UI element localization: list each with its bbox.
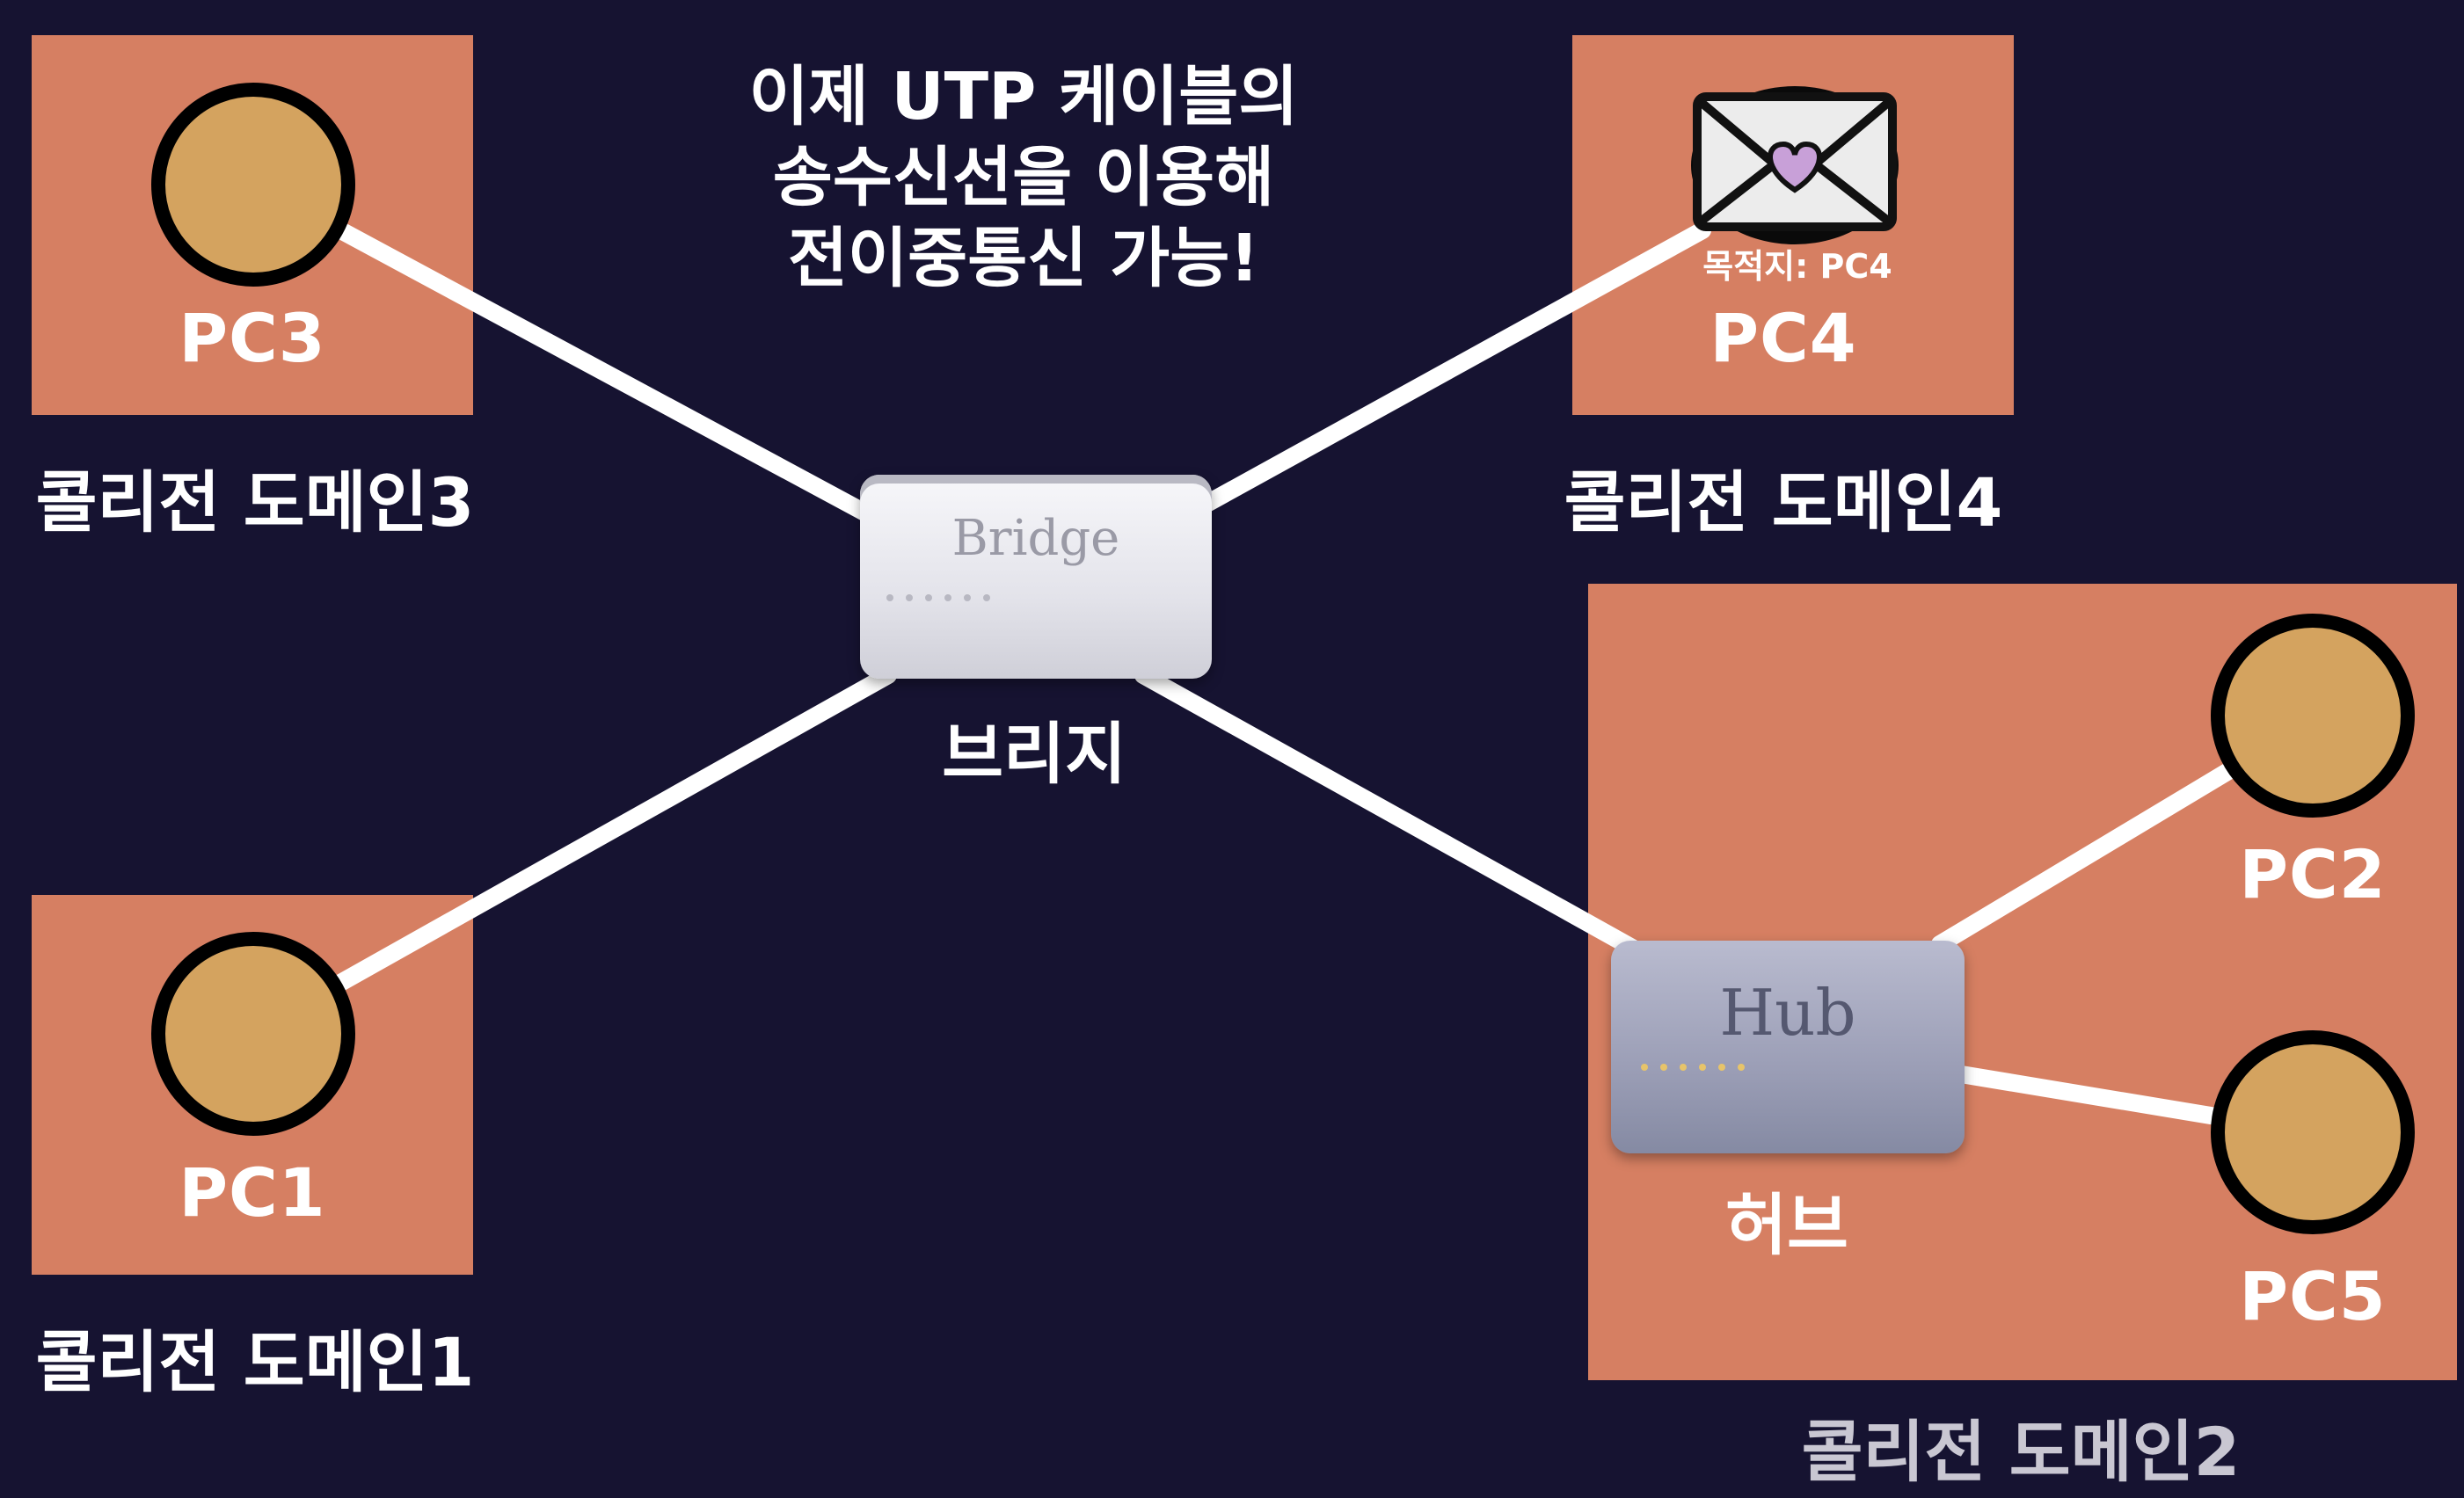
pc2-node[interactable]: [2211, 614, 2415, 818]
collision-domain-3-label: 콜리전 도메인3: [35, 463, 475, 542]
hub-brand: Hub: [1719, 976, 1856, 1050]
pc3-node[interactable]: [151, 83, 355, 287]
bridge-label: 브리지: [942, 715, 1126, 793]
cable-pc1-bridge: [325, 666, 897, 995]
pc3-label: PC3: [179, 299, 326, 377]
bridge-brand: Bridge: [951, 510, 1120, 567]
collision-domain-2-label: 콜리전 도메인2: [1801, 1413, 2241, 1491]
headline-line-1: 이제 UTP 케이블의: [748, 59, 1299, 135]
collision-domain-4-label: 콜리전 도메인4: [1564, 463, 2003, 542]
cable-hub-pc5: [1952, 1065, 2225, 1125]
headline-caption: 이제 UTP 케이블의 송수신선을 이용해 전이중통신 가능!: [749, 56, 1299, 299]
pc1-label: PC1: [179, 1153, 326, 1232]
pc2-label: PC2: [2239, 835, 2387, 913]
pc4-label: PC4: [1709, 299, 1857, 377]
cable-hub-pc2: [1931, 761, 2239, 953]
bridge-port-leds: [886, 594, 990, 601]
envelope-heart-icon: [1691, 86, 1899, 244]
cable-bridge-hub: [1134, 666, 1641, 956]
frame-destination-label: 목적지: PC4: [1702, 247, 1892, 286]
hub-device[interactable]: Hub: [1611, 941, 1965, 1153]
pc5-node[interactable]: [2211, 1030, 2415, 1234]
cable-pc3-bridge: [325, 218, 888, 529]
pc1-node[interactable]: [151, 932, 355, 1136]
pc5-label: PC5: [2239, 1257, 2387, 1335]
hub-label: 허브: [1725, 1186, 1848, 1264]
bridge-device[interactable]: Bridge: [860, 475, 1212, 679]
hub-port-leds: [1641, 1064, 1745, 1071]
headline-line-3: 전이중통신 가능!: [787, 221, 1260, 296]
cable-pc4-bridge: [1184, 222, 1711, 520]
collision-domain-1-label: 콜리전 도메인1: [35, 1323, 475, 1401]
headline-line-2: 송수신선을 이용해: [772, 140, 1275, 215]
